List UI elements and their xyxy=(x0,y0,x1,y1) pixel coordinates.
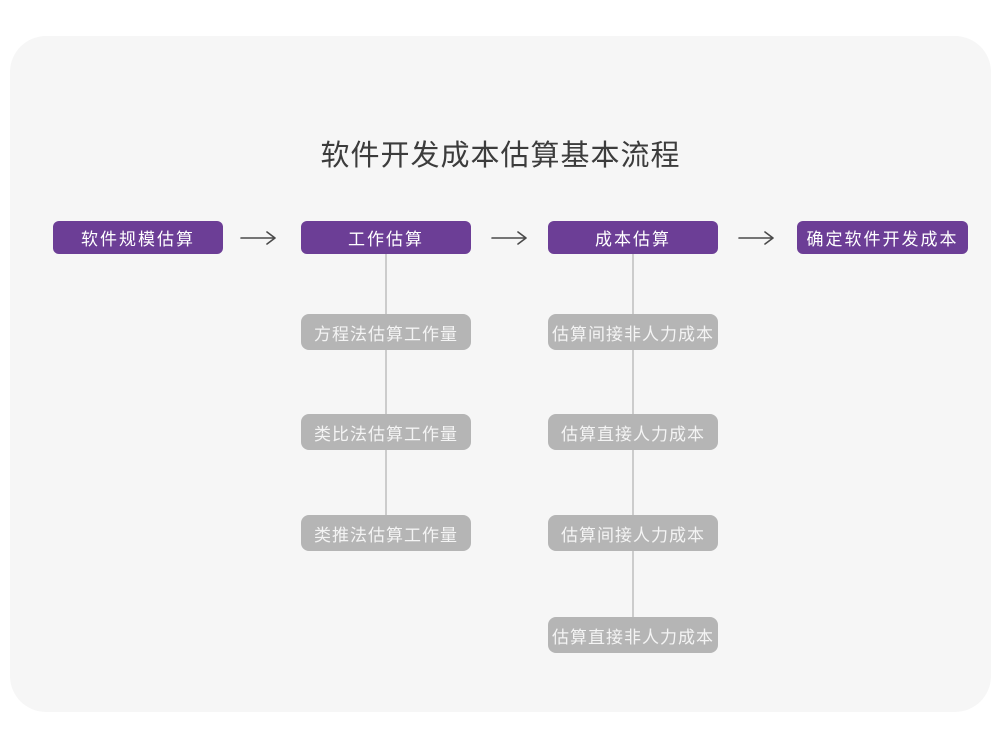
stage-box-scale-estimation: 软件规模估算 xyxy=(53,221,223,254)
stage-box-cost-estimation: 成本估算 xyxy=(548,221,718,254)
diagram-title: 软件开发成本估算基本流程 xyxy=(320,140,681,172)
work-method-box-extrapolation: 类推法估算工作量 xyxy=(301,515,471,551)
right-arrow-icon xyxy=(491,231,527,245)
right-arrow-icon xyxy=(240,231,276,245)
cost-item-box-indirect-nonlabor: 估算间接非人力成本 xyxy=(548,314,718,350)
cost-item-box-indirect-labor: 估算间接人力成本 xyxy=(548,515,718,551)
work-method-box-equation: 方程法估算工作量 xyxy=(301,314,471,350)
cost-item-box-direct-nonlabor: 估算直接非人力成本 xyxy=(548,617,718,653)
stage-box-final-cost: 确定软件开发成本 xyxy=(797,221,968,254)
connector-work-column xyxy=(385,254,387,534)
stage-box-work-estimation: 工作估算 xyxy=(301,221,471,254)
work-method-box-analogy: 类比法估算工作量 xyxy=(301,414,471,450)
cost-item-box-direct-labor: 估算直接人力成本 xyxy=(548,414,718,450)
right-arrow-icon xyxy=(738,231,774,245)
diagram-card: 软件开发成本估算基本流程 软件规模估算 工作估算 成本估算 确定软件开发成本 方… xyxy=(10,36,991,712)
